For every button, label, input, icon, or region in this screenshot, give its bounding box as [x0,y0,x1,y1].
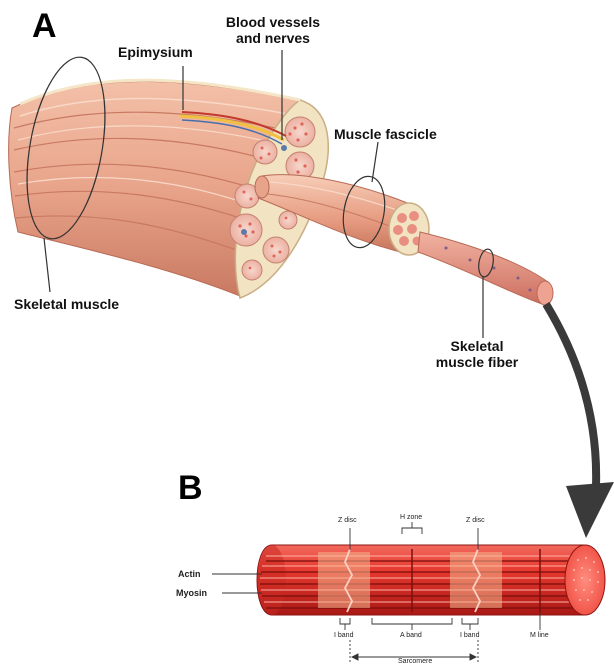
skeletal-muscle-fiber [418,232,553,305]
h-zone-label: H zone [400,514,422,522]
myosin-label: Myosin [176,588,207,598]
z-disc-right-label: Z disc [466,517,485,525]
a-band-label: A band [400,632,422,640]
epimysium-label: Epimysium [118,44,193,60]
m-line-label: M line [530,632,549,640]
myofibril-cylinder [257,545,605,615]
sarcomere-label: Sarcomere [396,658,434,666]
zoom-arrow-icon [546,304,614,538]
i-band-right-label: I band [460,632,479,640]
panel-b-letter: B [178,470,203,506]
skeletal-muscle-label: Skeletal muscle [14,296,119,312]
z-disc-left-label: Z disc [338,517,357,525]
blood-vessels-label: Blood vessels and nerves [208,14,338,46]
panel-a-letter: A [32,8,57,44]
skeletal-muscle-fiber-label: Skeletal muscle fiber [412,338,542,370]
actin-label: Actin [178,569,201,579]
muscle-fascicle-label: Muscle fascicle [334,126,437,142]
i-band-left-label: I band [334,632,353,640]
